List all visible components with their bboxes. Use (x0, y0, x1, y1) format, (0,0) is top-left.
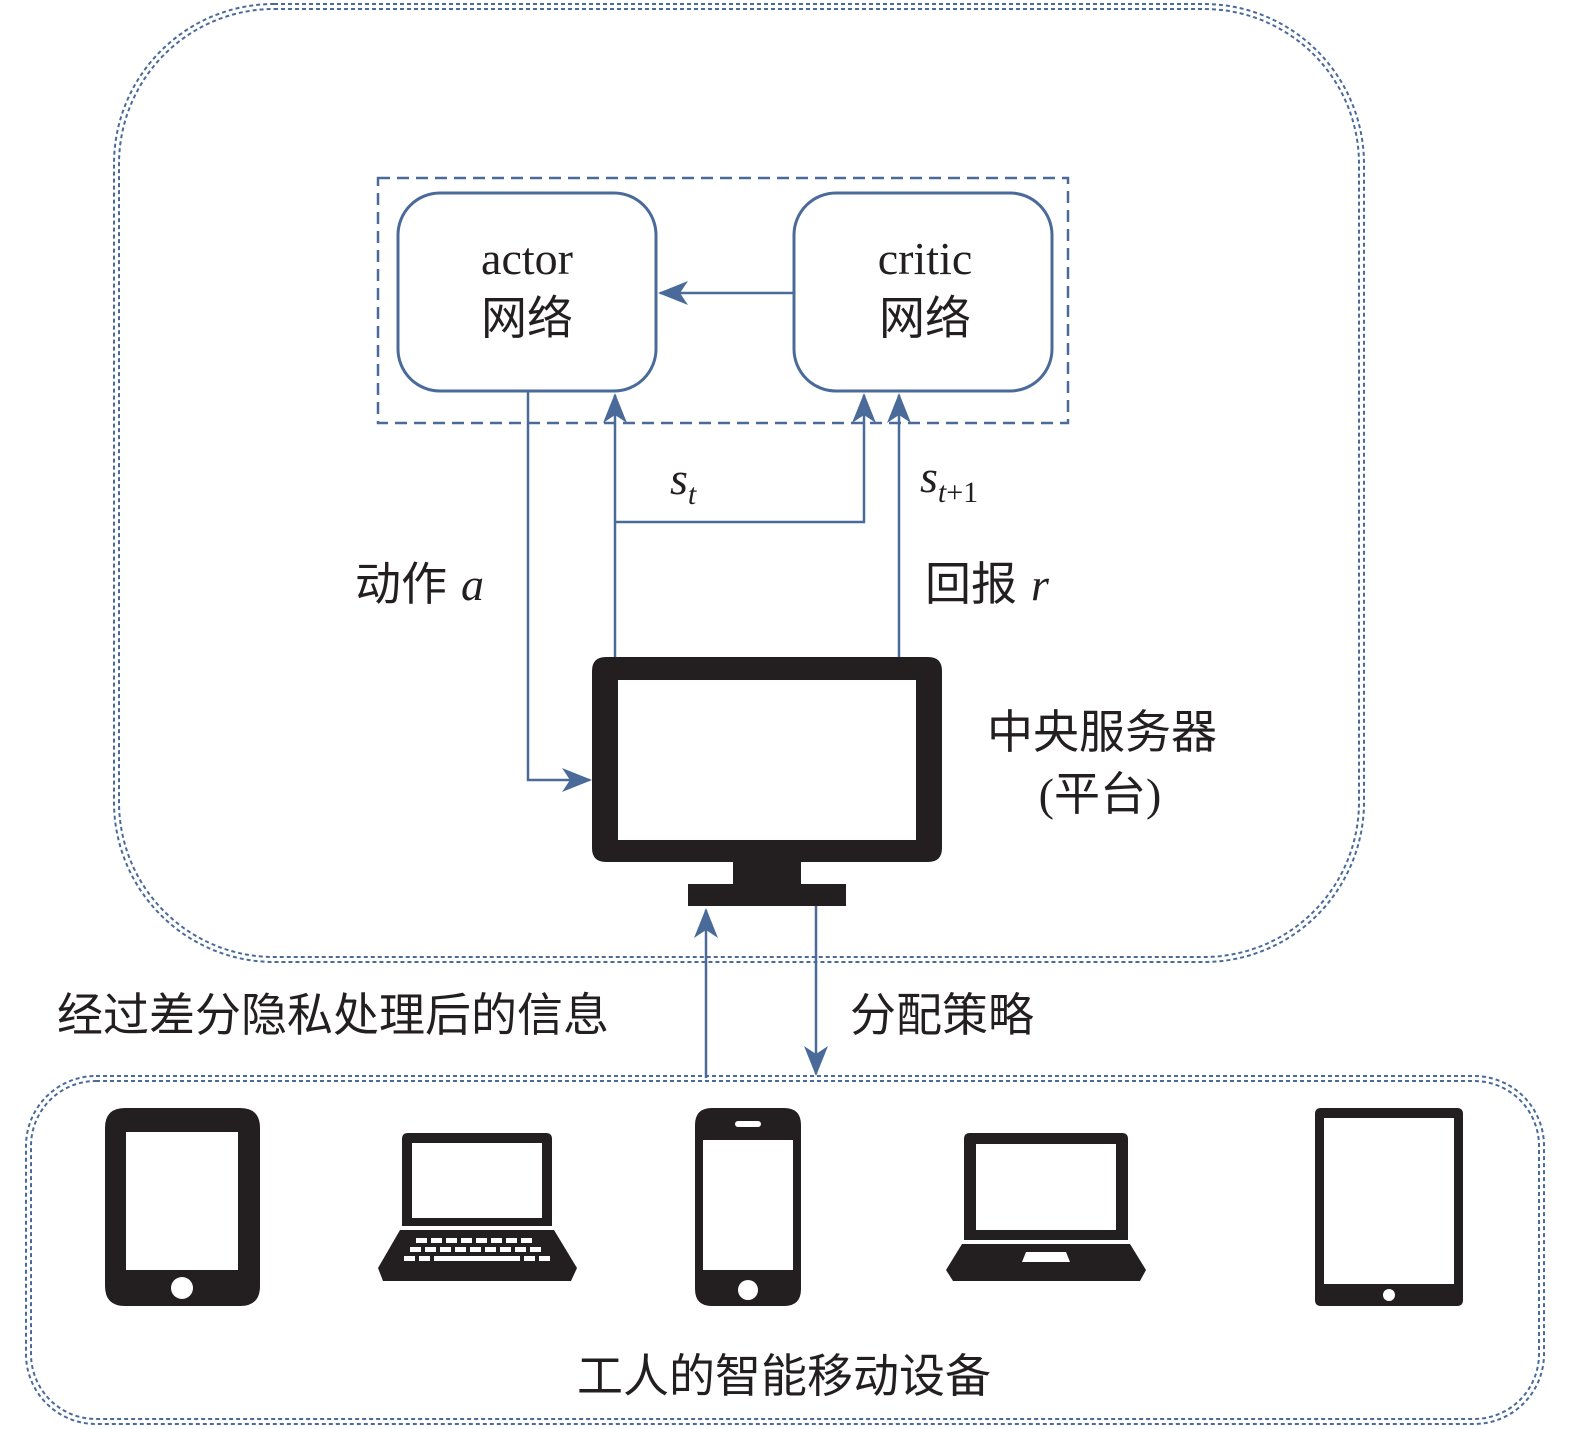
state-label: st (670, 453, 697, 511)
tablet-icon (1315, 1108, 1463, 1306)
actor-subtitle: 网络 (481, 293, 573, 344)
critic-network-box: critic 网络 (792, 191, 1054, 393)
server-label-line1: 中央服务器 (987, 707, 1217, 758)
tablet-icon (105, 1108, 260, 1306)
next-state-label: st+1 (920, 451, 978, 509)
monitor-icon (592, 657, 942, 906)
devices-region (25, 1075, 1545, 1425)
server-label-line2: (平台) (1039, 769, 1162, 820)
devices-label: 工人的智能移动设备 (577, 1351, 991, 1402)
laptop-icon (378, 1133, 577, 1281)
smartphone-icon (695, 1108, 801, 1306)
platform-region (113, 3, 1365, 963)
actor-network-box: actor 网络 (396, 191, 658, 393)
download-label: 分配策略 (850, 990, 1034, 1041)
actor-critic-group (376, 176, 1070, 425)
critic-subtitle: 网络 (879, 293, 971, 344)
state-to-critic-arrow (615, 393, 876, 524)
laptop-icon (946, 1133, 1146, 1281)
action-arrow (526, 392, 592, 792)
actor-title: actor (481, 233, 573, 284)
critic-title: critic (878, 233, 973, 284)
upload-label: 经过差分隐私处理后的信息 (57, 990, 609, 1041)
